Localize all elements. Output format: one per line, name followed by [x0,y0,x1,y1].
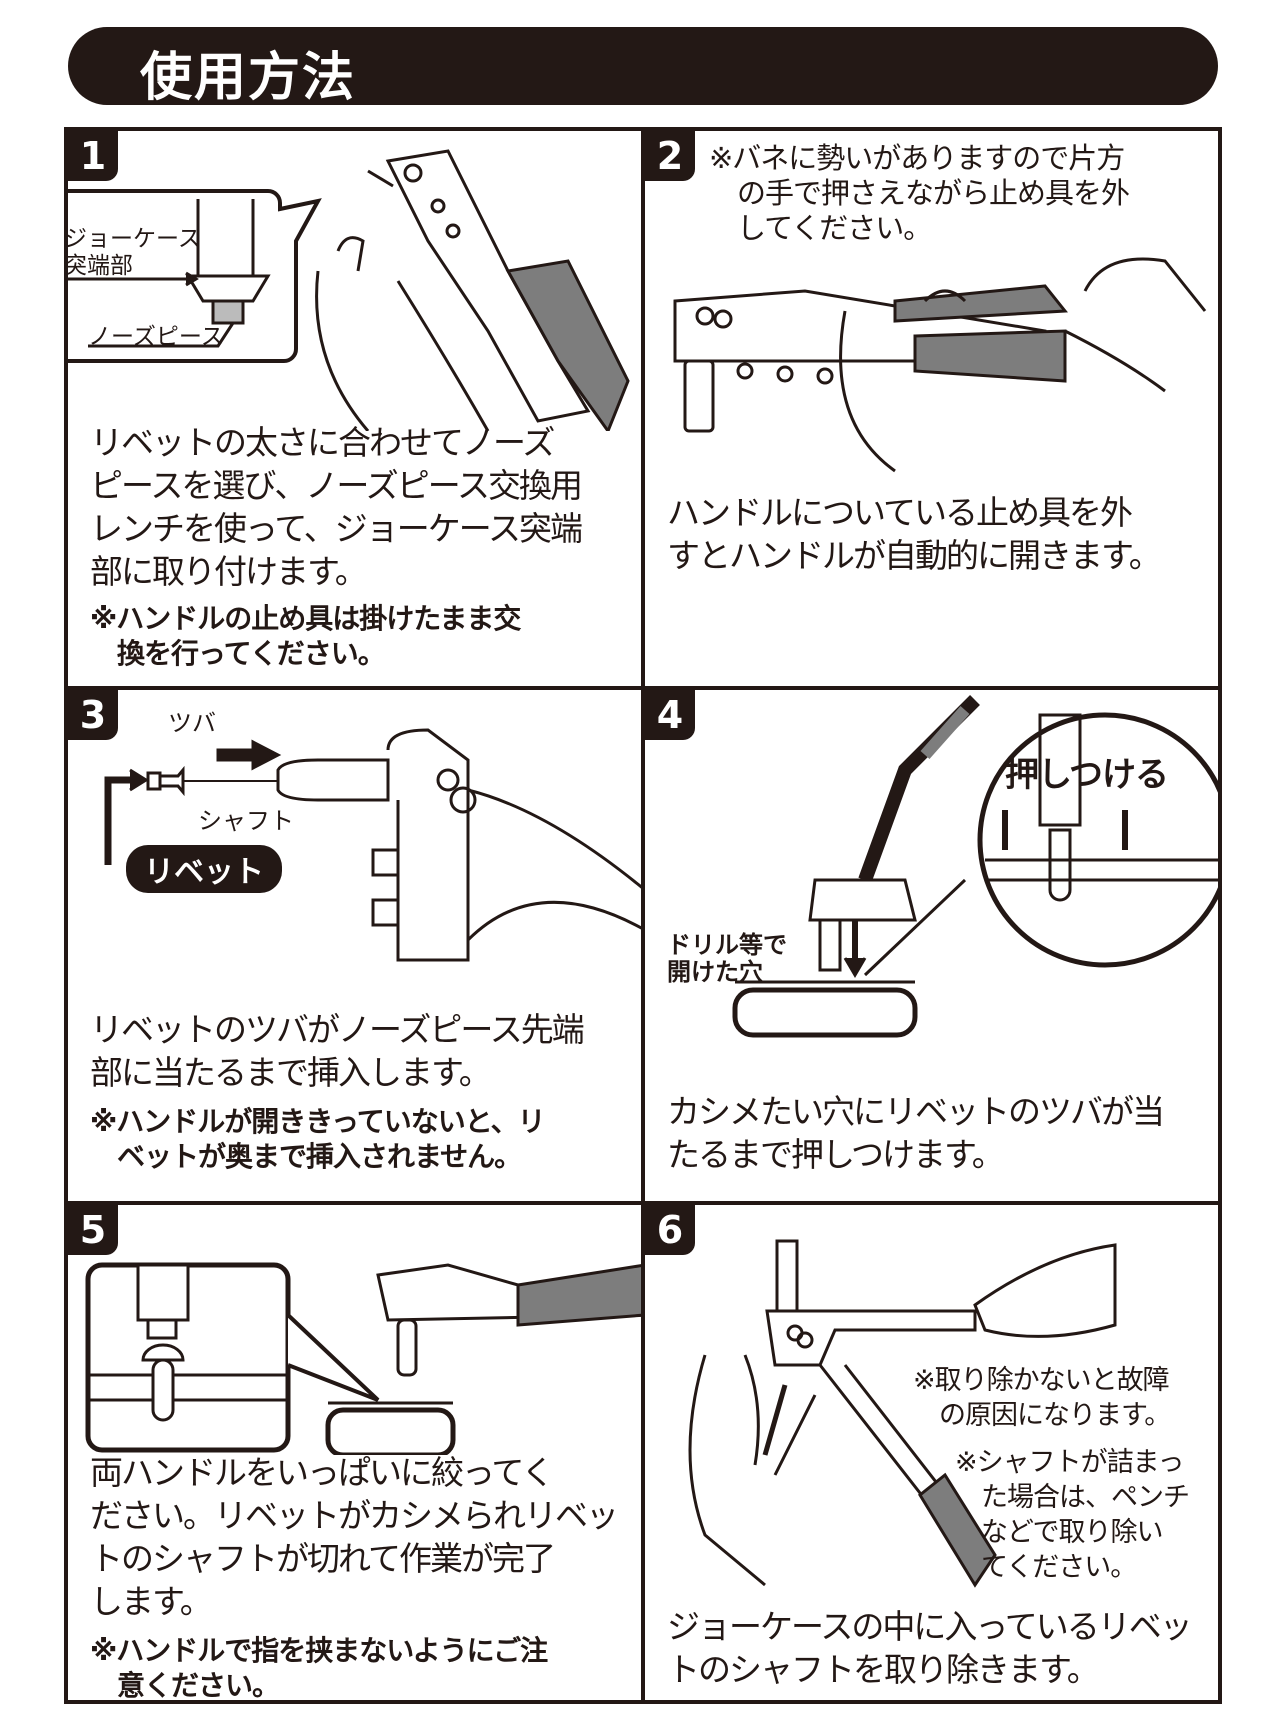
instruction-grid: 1 ジョーケース 突端部 ノーズピース リベットの太さに合わせてノーズ ピースを… [64,127,1222,1704]
step-6-panel: 6 ※取り除かないと故障 の原因になります。 ※シャフトが詰まっ た場合は、ペン… [645,1205,1218,1700]
nose-piece-illustration [68,149,630,431]
step-1-panel: 1 ジョーケース 突端部 ノーズピース リベットの太さに合わせてノーズ ピースを… [68,131,641,686]
page-title: 使用方法 [140,48,357,108]
squeeze-handles-illustration [85,1262,641,1455]
step-6-note-1: ※取り除かないと故障 の原因になります。 [913,1365,1171,1431]
step-2-note: ※バネに勢いがありますので片方 の手で押さえながら止め具を外 してください。 [709,141,1130,245]
step-number: 1 [68,131,118,181]
step-number: 4 [645,690,695,740]
nose-piece-label: ノーズピース [88,324,224,350]
step-1-note: ※ハンドルの止め具は掛けたまま交 換を行ってください。 [90,602,521,670]
step-5-panel: 5 両ハンドルをいっぱいに絞ってく ださい。リベットがカシメられリベッ トのシャ… [68,1205,641,1700]
step-number: 6 [645,1205,695,1255]
step-1-text: リベットの太さに合わせてノーズ ピースを選び、ノーズピース交換用 レンチを使って… [90,423,583,591]
step-5-note: ※ハンドルで指を挟まないようにご注 意ください。 [90,1634,548,1700]
step-6-note-2: ※シャフトが詰まっ た場合は、ペンチ などで取り除い てください。 [955,1447,1190,1583]
release-handle-illustration [673,257,1207,473]
step-number: 2 [645,131,695,181]
step-3-note: ※ハンドルが開ききっていないと、リ ベットが奥まで挿入されません。 [90,1105,546,1173]
step-2-panel: 2 ※バネに勢いがありますので片方 の手で押さえながら止め具を外 してください。… [645,131,1218,686]
press-label: 押しつける [1005,755,1169,795]
step-4-text: カシメたい穴にリベットのツバが当 たるまで押しつけます。 [667,1092,1165,1174]
step-6-text: ジョーケースの中に入っているリベッ トのシャフトを取り除きます。 [667,1607,1193,1689]
press-rivet-illustration [732,695,1218,1038]
step-number: 5 [68,1205,118,1255]
drilled-hole-label: ドリル等で 開けた穴 [667,931,787,986]
remove-shaft-illustration [688,1239,1117,1588]
jaw-case-tip-label: ジョーケース 突端部 [68,226,201,279]
insert-rivet-illustration [104,728,641,962]
step-3-panel: 3 ツバ シャフト リベット リベットのツバがノーズピース先端 部に当たるまで挿… [68,690,641,1201]
step-4-panel: 4 押しつける ドリル等で 開けた穴 カシメたい穴にリベットのツバが当 たるまで… [645,690,1218,1201]
step-5-text: 両ハンドルをいっぱいに絞ってく ださい。リベットがカシメられリベッ トのシャフト… [90,1453,619,1621]
step-2-text: ハンドルについている止め具を外 すとハンドルが自動的に開きます。 [667,493,1162,575]
step-3-text: リベットのツバがノーズピース先端 部に当たるまで挿入します。 [90,1010,585,1092]
rivet-label: リベット [126,845,282,893]
flange-label: ツバ [168,709,216,737]
shaft-label: シャフト [198,807,294,835]
step-number: 3 [68,690,118,740]
title-bar: 使用方法 [68,27,1218,108]
